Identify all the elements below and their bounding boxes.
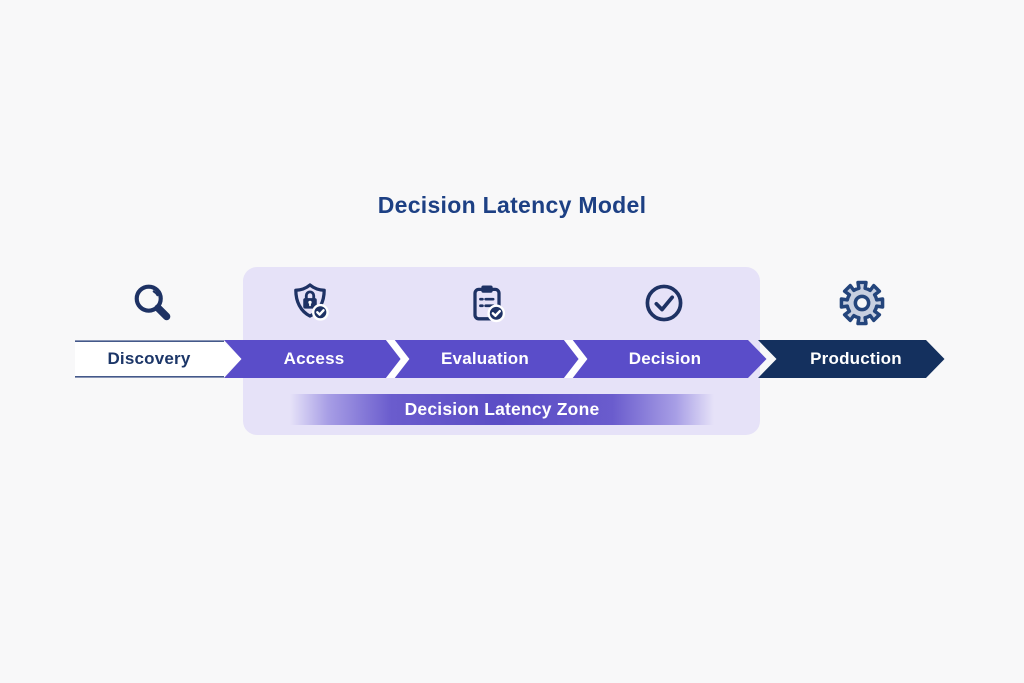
stage-label-production: Production	[810, 349, 902, 368]
stage-label-evaluation: Evaluation	[441, 349, 529, 368]
shield-lock-icon	[286, 279, 334, 327]
magnifier-icon	[128, 279, 176, 327]
stage-label-discovery: Discovery	[107, 349, 191, 368]
circle-check-icon	[640, 279, 688, 327]
gear-icon	[838, 279, 886, 327]
gear-icon-path	[839, 280, 885, 326]
process-flow-bar	[75, 340, 945, 378]
stage-label-access: Access	[283, 349, 345, 368]
chevron-separator-2	[563, 340, 588, 378]
chevron-separator-1	[385, 340, 410, 378]
latency-chevron-shape	[224, 340, 767, 378]
decision-latency-zone-banner: Decision Latency Zone	[290, 394, 714, 425]
discovery-segment-shape	[75, 342, 242, 376]
clipboard-check-icon	[463, 279, 511, 327]
page-title: Decision Latency Model	[377, 192, 647, 218]
stage-label-decision: Decision	[628, 349, 702, 368]
production-arrow-shape	[758, 340, 945, 378]
